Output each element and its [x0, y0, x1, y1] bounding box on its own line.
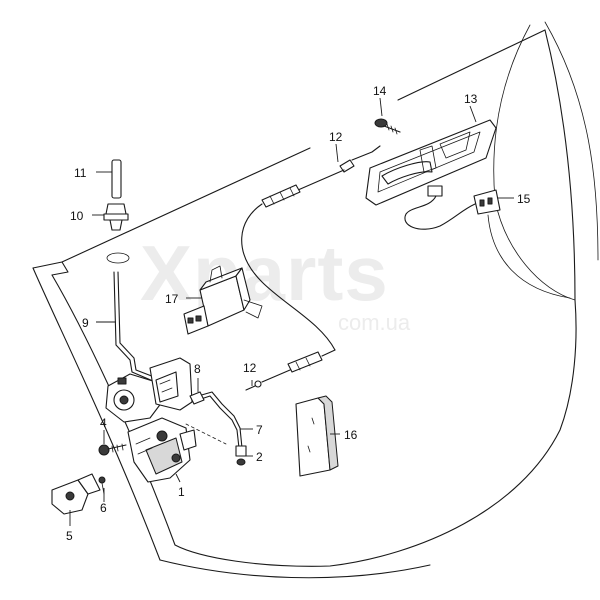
trim-piece-16 [295, 395, 339, 477]
watermark: Xparts com.ua [140, 229, 411, 335]
connecting-rod-7 [189, 391, 247, 466]
door-latch-1 [127, 417, 197, 483]
callout-1: 1 [178, 485, 185, 499]
watermark-domain: com.ua [338, 310, 411, 335]
interior-handle-assembly [365, 119, 497, 206]
lock-actuator [105, 357, 193, 423]
callout-11: 11 [74, 166, 87, 180]
cable-12-lower [245, 349, 336, 391]
control-unit-17 [183, 265, 263, 335]
screw-6 [98, 476, 106, 495]
cable-12-upper [241, 145, 381, 351]
door-panel-outline [32, 21, 599, 579]
callout-12-upper: 12 [329, 130, 343, 144]
wiring-harness-15 [404, 185, 501, 230]
callout-16: 16 [344, 428, 358, 442]
callout-8: 8 [194, 362, 201, 376]
callout-15: 15 [517, 192, 531, 206]
lock-rod-assembly [103, 159, 163, 385]
screw-4 [98, 443, 127, 456]
watermark-brand: Xparts [140, 229, 389, 317]
assembly-reference-line [185, 423, 227, 445]
callout-7: 7 [256, 423, 263, 437]
callout-9: 9 [82, 316, 89, 330]
striker-5 [51, 473, 101, 515]
screw-14 [374, 118, 401, 135]
callout-5: 5 [66, 529, 73, 543]
callout-12-lower: 12 [243, 361, 257, 375]
callout-2: 2 [256, 450, 263, 464]
callout-13: 13 [464, 92, 478, 106]
leader-lines [69, 97, 514, 526]
callout-10: 10 [70, 209, 84, 223]
callout-14: 14 [373, 84, 387, 98]
callout-17: 17 [165, 292, 179, 306]
callout-6: 6 [100, 501, 107, 515]
callout-4: 4 [100, 416, 107, 430]
callouts: 11 10 9 17 8 12 7 2 4 1 6 5 12 14 13 15 … [66, 84, 531, 543]
